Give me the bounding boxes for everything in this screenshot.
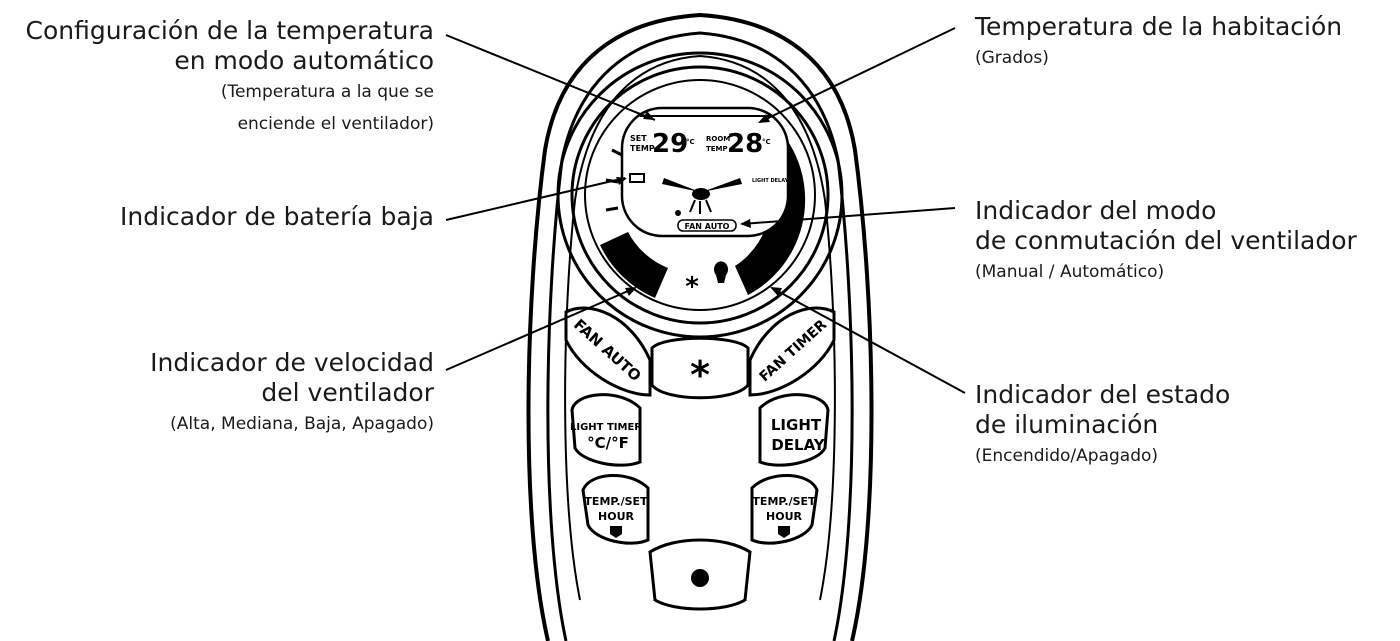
lcd-set-label-1: SET — [630, 134, 647, 143]
label-auto-temp-setting: Configuración de la temperatura en modo … — [0, 16, 434, 135]
label-room-temp: Temperatura de la habitación (Grados) — [975, 12, 1395, 68]
label-room-temp-sub1: (Grados) — [975, 48, 1395, 68]
svg-text:TEMP./SET: TEMP./SET — [752, 495, 816, 508]
lcd-light-dot-icon — [675, 210, 681, 216]
lcd-room-unit: °C — [762, 138, 771, 146]
svg-text:HOUR: HOUR — [598, 510, 634, 523]
label-fan-mode: Indicador del modo de conmutación del ve… — [975, 196, 1395, 282]
lcd-screen — [622, 108, 788, 236]
callout-arrow-fan-speed — [625, 287, 637, 296]
label-low-battery-line1: Indicador de batería baja — [0, 202, 434, 232]
label-auto-temp-sub2: enciende el ventilador) — [0, 114, 434, 134]
fan-star-icon: * — [685, 272, 699, 302]
label-fan-speed: Indicador de velocidad del ventilador (A… — [0, 348, 434, 434]
label-fan-speed-line1: Indicador de velocidad — [0, 348, 434, 378]
label-fan-mode-line1: Indicador del modo — [975, 196, 1395, 226]
label-auto-temp-line1: Configuración de la temperatura — [0, 16, 434, 46]
bulb-icon — [714, 261, 728, 283]
temp-set-up-button[interactable]: TEMP./SET HOUR — [752, 475, 817, 543]
label-fan-mode-sub1: (Manual / Automático) — [975, 262, 1395, 282]
lcd-room-label-2: TEMP — [706, 145, 728, 153]
svg-text:HOUR: HOUR — [766, 510, 802, 523]
label-light-state-line2: de iluminación — [975, 410, 1395, 440]
light-button[interactable] — [650, 540, 750, 609]
lcd-fan-mode-text: FAN AUTO — [685, 222, 730, 231]
callout-line-low-battery — [446, 178, 625, 220]
lcd-set-unit: °C — [686, 138, 695, 146]
svg-text:TEMP./SET: TEMP./SET — [584, 495, 648, 508]
label-low-battery: Indicador de batería baja — [0, 202, 434, 232]
label-auto-temp-line2: en modo automático — [0, 46, 434, 76]
label-fan-speed-line2: del ventilador — [0, 378, 434, 408]
light-button-bulb-icon — [691, 569, 709, 587]
label-room-temp-line1: Temperatura de la habitación — [975, 12, 1395, 42]
label-light-state-sub1: (Encendido/Apagado) — [975, 446, 1395, 466]
label-auto-temp-sub1: (Temperatura a la que se — [0, 82, 434, 102]
lcd-room-temperature: 28 — [727, 129, 763, 159]
label-light-state: Indicador del estado de iluminación (Enc… — [975, 380, 1395, 466]
lcd-set-temperature: 29 — [652, 129, 688, 159]
light-timer-button[interactable]: LIGHT TIMER °C/°F — [570, 395, 642, 466]
svg-text:DELAY: DELAY — [771, 436, 825, 454]
fan-button-star-icon: * — [690, 353, 710, 397]
svg-text:°C/°F: °C/°F — [587, 434, 629, 452]
label-fan-mode-line2: de conmutación del ventilador — [975, 226, 1395, 256]
label-fan-speed-sub1: (Alta, Mediana, Baja, Apagado) — [0, 414, 434, 434]
label-light-state-line1: Indicador del estado — [975, 380, 1395, 410]
temp-set-down-button[interactable]: TEMP./SET HOUR — [583, 475, 648, 543]
svg-text:LIGHT TIMER: LIGHT TIMER — [570, 422, 642, 433]
fan-button[interactable]: * — [652, 338, 748, 398]
lcd-light-delay-indicator: LIGHT DELAY — [752, 178, 789, 184]
svg-text:LIGHT: LIGHT — [771, 416, 822, 434]
light-delay-button[interactable]: LIGHT DELAY — [760, 395, 828, 466]
callout-line-auto-temp — [446, 35, 655, 120]
